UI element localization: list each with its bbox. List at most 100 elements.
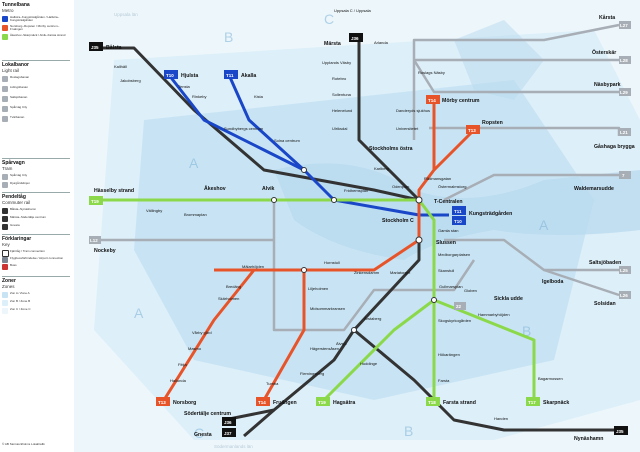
station-odenplan[interactable]: Odenplan xyxy=(392,184,409,189)
station-fittja[interactable]: Fittja xyxy=(178,362,187,367)
station-osterskar[interactable]: Österskär xyxy=(592,49,616,56)
station-arstaberg[interactable]: Årstaberg xyxy=(364,316,381,321)
station-gnesta[interactable]: Gnesta xyxy=(194,432,212,438)
station-kungstradgarden[interactable]: Kungsträdgården xyxy=(469,210,512,217)
station-bredang[interactable]: Bredäng xyxy=(226,284,241,289)
station-hjulsta[interactable]: Hjulsta xyxy=(181,73,198,79)
station-gashaga[interactable]: Gåshaga brygga xyxy=(594,143,635,150)
station-solsidan[interactable]: Solsidan xyxy=(594,301,616,307)
station-morby-centrum[interactable]: Mörby centrum xyxy=(442,98,480,104)
station-waldemarsudde[interactable]: Waldemarsudde xyxy=(574,186,614,192)
station-gullmarsplan[interactable]: Gullmarsplan xyxy=(439,284,463,289)
station-akeshov[interactable]: Åkeshov xyxy=(204,185,226,192)
station-helenelund[interactable]: Helenelund xyxy=(332,108,352,113)
station-masmo[interactable]: Masmo xyxy=(188,346,202,351)
station-handen[interactable]: Handen xyxy=(494,416,508,421)
station-skogskyrkogarden[interactable]: Skogskyrkogården xyxy=(438,318,471,323)
line-badge: J35 xyxy=(89,42,103,51)
station-kista[interactable]: Kista xyxy=(254,94,264,99)
station-markers xyxy=(271,167,437,333)
station-hagerstensasen[interactable]: Hägerstensåsen xyxy=(310,346,339,351)
station-farsta[interactable]: Farsta xyxy=(438,378,450,383)
station-marker[interactable] xyxy=(415,236,423,244)
station-slussen[interactable]: Slussen xyxy=(436,240,456,246)
station-hokarangen[interactable]: Hökarängen xyxy=(438,352,460,357)
station-igelboda[interactable]: Igelboda xyxy=(542,279,563,285)
station-marsta[interactable]: Märsta xyxy=(324,41,341,47)
station-alvik[interactable]: Alvik xyxy=(262,186,275,192)
station-ulriksdal[interactable]: Ulriksdal xyxy=(332,126,347,131)
station-karlberg[interactable]: Karlberg xyxy=(374,166,389,171)
station-upplands-vasby[interactable]: Upplands Väsby xyxy=(322,60,351,65)
station-sundbyberg[interactable]: Sundbybergs centrum xyxy=(224,126,264,131)
station-gamla-stan[interactable]: Gamla stan xyxy=(438,228,458,233)
station-fridhemsplan[interactable]: Fridhemsplan xyxy=(344,188,368,193)
station-sodertalje[interactable]: Södertälje centrum xyxy=(184,411,231,417)
station-farsta-strand[interactable]: Farsta strand xyxy=(443,400,476,406)
station-sollentuna[interactable]: Sollentuna xyxy=(332,92,352,97)
station-stockholm-c[interactable]: Stockholm C xyxy=(382,218,414,224)
station-stockholms-ostra[interactable]: Stockholms östra xyxy=(369,146,413,152)
station-roslags-nasby[interactable]: Roslags Näsby xyxy=(418,70,445,75)
station-marker[interactable] xyxy=(431,297,437,303)
station-varby-gard[interactable]: Vårby gård xyxy=(192,330,212,335)
station-marker[interactable] xyxy=(301,267,307,273)
legend-key: Förklaringar Key Fjärrtåg / Train connec… xyxy=(2,236,72,270)
station-nynashamn[interactable]: Nynäshamn xyxy=(574,436,603,442)
station-nasbypark[interactable]: Näsbypark xyxy=(594,82,621,88)
station-norsborg[interactable]: Norsborg xyxy=(173,400,196,406)
station-alvsjo[interactable]: Älvsjö xyxy=(336,341,347,346)
blue-line-akalla xyxy=(227,74,306,172)
station-hammarbyhojden[interactable]: Hammarbyhöjden xyxy=(478,312,510,317)
station-midsommarkransen[interactable]: Midsommarkransen xyxy=(310,306,345,311)
station-mariatorget[interactable]: Mariatorget xyxy=(390,270,411,275)
station-karsta[interactable]: Kårsta xyxy=(599,14,615,21)
station-hallunda[interactable]: Hallunda xyxy=(170,378,187,383)
station-balsta[interactable]: Bålsta xyxy=(106,44,122,51)
station-ropsten[interactable]: Ropsten xyxy=(482,120,503,126)
station-sickla-udde[interactable]: Sickla udde xyxy=(494,296,523,302)
station-liljeholmen[interactable]: Liljeholmen xyxy=(308,286,328,291)
station-tensta[interactable]: Tensta xyxy=(178,84,191,89)
line-badge: L12 xyxy=(89,236,101,244)
station-skarpnack[interactable]: Skarpnäck xyxy=(543,400,569,406)
station-marker[interactable] xyxy=(331,197,337,203)
station-globen[interactable]: Globen xyxy=(464,288,477,293)
station-marker[interactable] xyxy=(301,167,307,173)
station-marker[interactable] xyxy=(271,197,277,203)
station-jakobsberg[interactable]: Jakobsberg xyxy=(120,78,141,83)
station-arlanda[interactable]: Arlanda xyxy=(374,40,389,45)
station-saltsjobaden[interactable]: Saltsjöbaden xyxy=(589,260,621,266)
station-rotebro[interactable]: Rotebro xyxy=(332,76,347,81)
station-tumba[interactable]: Tumba xyxy=(266,381,279,386)
station-hasselby-strand[interactable]: Hässelby strand xyxy=(94,188,134,194)
station-vallingby[interactable]: Vällingby xyxy=(146,208,162,213)
station-rinkeby[interactable]: Rinkeby xyxy=(192,94,206,99)
station-t-centralen[interactable]: T-Centralen xyxy=(434,199,463,205)
station-nockeby[interactable]: Nockeby xyxy=(94,248,116,254)
station-solna[interactable]: Solna centrum xyxy=(274,138,300,143)
station-hornstull[interactable]: Hornstull xyxy=(324,260,340,265)
station-medborgarplatsen[interactable]: Medborgarplatsen xyxy=(438,252,470,257)
station-hagsatra[interactable]: Hagsätra xyxy=(333,400,355,406)
station-universitetet[interactable]: Universitetet xyxy=(396,126,419,131)
station-marker[interactable] xyxy=(351,327,357,333)
station-flemingsberg[interactable]: Flemingsberg xyxy=(300,371,324,376)
station-bagarmossen[interactable]: Bagarmossen xyxy=(538,376,563,381)
station-radmansgatan[interactable]: Rådmansgatan xyxy=(424,176,451,181)
station-zinkensdamm[interactable]: Zinkensdamm xyxy=(354,270,380,275)
station-uppsala[interactable]: Uppsala C / Uppsala xyxy=(334,8,371,13)
station-fruangen[interactable]: Fruängen xyxy=(273,400,297,406)
station-ostermalmstorg[interactable]: Östermalmstorg xyxy=(438,184,466,189)
station-akalla[interactable]: Akalla xyxy=(241,73,256,79)
station-brommaplan[interactable]: Brommaplan xyxy=(184,212,207,217)
station-malarhojden[interactable]: Mälarhöjden xyxy=(242,264,264,269)
station-danderyd[interactable]: Danderyds sjukhus xyxy=(396,108,430,113)
station-marker[interactable] xyxy=(415,196,423,204)
station-skanstull[interactable]: Skanstull xyxy=(438,268,454,273)
area-label-sodermanlands-lan: Södermanlands län xyxy=(214,444,253,449)
station-kallhall[interactable]: Kallhäll xyxy=(114,64,127,69)
station-huddinge[interactable]: Huddinge xyxy=(360,361,378,366)
legend-commuter-subtitle: Commuter rail xyxy=(2,200,31,205)
station-skarholmen[interactable]: Skärholmen xyxy=(218,296,239,301)
